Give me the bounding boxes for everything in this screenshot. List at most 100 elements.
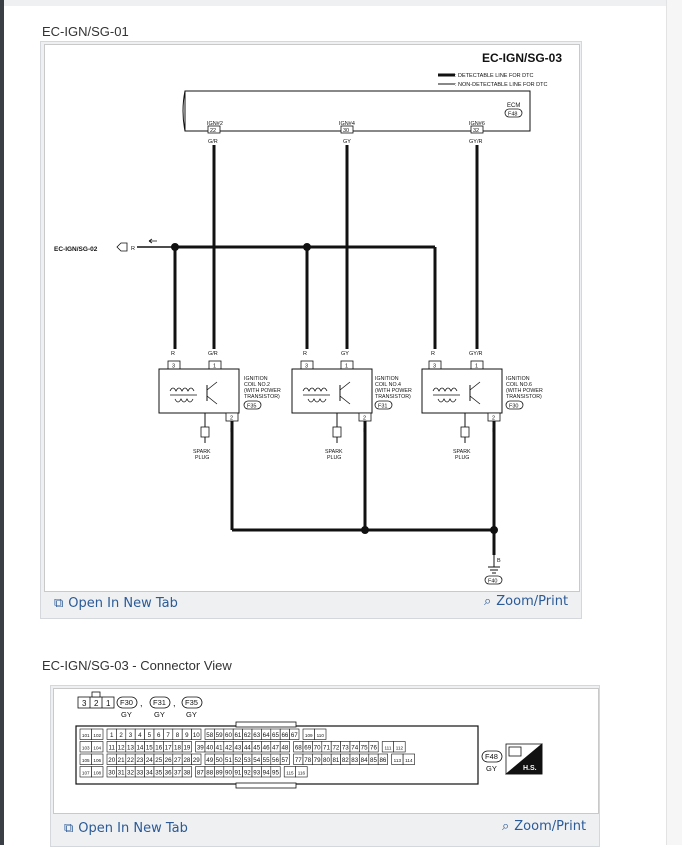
ecm-pin-number: 95 xyxy=(272,770,279,777)
section-title-connector: EC-IGN/SG-03 - Connector View xyxy=(42,658,232,673)
wiring-diagram-image[interactable]: EC-IGN/SG-03 : DETECTABLE LINE FOR DTC :… xyxy=(44,44,580,592)
harness-side-icon xyxy=(508,746,522,757)
input-reference: EC-IGN/SG-02 xyxy=(54,246,98,253)
ecm-pin-number: 30 xyxy=(343,128,349,134)
ecm-pin-cell xyxy=(91,766,104,778)
open-new-tab-link[interactable]: ⧉Open In New Tab xyxy=(64,821,188,836)
ecm-pin-number: 80 xyxy=(323,757,330,764)
ecm-pin-number: 26 xyxy=(165,757,172,764)
ecm-pin-number: 52 xyxy=(234,757,241,764)
ecm-pin-number: 55 xyxy=(263,757,270,764)
ecm-pin-number: 82 xyxy=(342,757,349,764)
diagram-id: EC-IGN/SG-03 xyxy=(482,51,562,65)
ecm-pin-box xyxy=(470,125,484,134)
coil-title-3: (WITH POWER xyxy=(375,388,412,394)
scroll-gutter[interactable] xyxy=(666,0,682,845)
ecm-connector-latch-top xyxy=(235,721,297,728)
ecm-pin-number: 20 xyxy=(108,757,115,764)
coil-signal-wire: GY/R xyxy=(469,351,482,357)
open-new-tab-link[interactable]: ⧉Open In New Tab xyxy=(54,596,178,611)
ecm-box-edge xyxy=(182,90,186,132)
coil-pin-label: 3 xyxy=(433,364,436,370)
ecm-pin-number: 21 xyxy=(118,757,125,764)
legend-detectable: : DETECTABLE LINE FOR DTC xyxy=(455,73,533,79)
ecm-pin-number: 91 xyxy=(234,770,241,777)
ecm-pin-number: 22 xyxy=(210,128,216,134)
ecm-pin-box xyxy=(340,125,354,134)
ecm-pin-cell xyxy=(289,728,300,740)
coil-power-wire: R xyxy=(431,351,435,357)
transistor-collector xyxy=(469,381,481,391)
coil-pin-number: 3 xyxy=(82,699,87,708)
ecm-pin-number: 116 xyxy=(298,771,306,776)
ecm-pin-number: 65 xyxy=(272,732,279,739)
ecm-pin-number: 10 xyxy=(193,732,200,739)
ecm-pin-cell xyxy=(279,741,290,753)
ecm-pin-number: 22 xyxy=(127,757,134,764)
ecm-pin-number: 101 xyxy=(82,733,90,738)
zoom-print-link[interactable]: ⌕Zoom/Print xyxy=(502,819,586,834)
coil-power-wire: R xyxy=(171,351,175,357)
external-link-icon: ⧉ xyxy=(54,596,64,611)
ecm-connector-badge xyxy=(481,750,503,763)
ecm-pin-number: 48 xyxy=(281,745,288,752)
ecm-pin-number: 18 xyxy=(174,745,181,752)
coil-winding-icon xyxy=(169,387,195,392)
ecm-pin-number: 66 xyxy=(281,732,288,739)
connector-latch xyxy=(91,691,101,698)
ecm-pin-number: 85 xyxy=(370,757,377,764)
connector-id: F35 xyxy=(185,698,198,707)
ecm-pin-number: 68 xyxy=(295,745,302,752)
zoom-print-link[interactable]: ⌕Zoom/Print xyxy=(484,594,568,609)
ecm-pin-number: 45 xyxy=(253,745,260,752)
ecm-pin-cell xyxy=(314,728,327,740)
ecm-pin-number: 74 xyxy=(351,745,358,752)
legend-non-detectable: : NON-DETECTABLE LINE FOR DTC xyxy=(455,82,548,88)
ecm-pin-number: 36 xyxy=(165,770,172,777)
ecm-pin-number: 38 xyxy=(183,770,190,777)
ecm-pin-number: 57 xyxy=(281,757,288,764)
coil-pin-label: 1 xyxy=(345,364,348,370)
ecm-pin-number: 70 xyxy=(314,745,321,752)
coil-pin-label: 1 xyxy=(475,364,478,370)
coil-pin-label: 2 xyxy=(363,416,366,422)
ecm-pin-number: 114 xyxy=(405,758,413,763)
spark-plug-icon xyxy=(332,426,342,438)
connector-color: GY xyxy=(186,710,197,719)
ecm-pin-number: 94 xyxy=(263,770,270,777)
ecm-pin-number: 14 xyxy=(136,745,143,752)
ecm-pin-box xyxy=(207,125,221,134)
ecm-pin-number: 19 xyxy=(183,745,190,752)
spark-plug-label-2: PLUG xyxy=(327,455,341,461)
ecm-connector-id: F48 xyxy=(485,752,498,761)
ecm-pin-number: 105 xyxy=(82,758,90,763)
ecm-pin-number: 44 xyxy=(244,745,251,752)
coil-title-1: IGNITION xyxy=(506,376,530,382)
ecm-pin-number: 102 xyxy=(93,733,101,738)
ecm-pin-number: 60 xyxy=(225,732,232,739)
coil-secondary-winding xyxy=(437,398,457,403)
ecm-pin-wire: G/R xyxy=(208,139,218,145)
coil-secondary-winding xyxy=(174,398,194,403)
ecm-pin-cell xyxy=(181,766,192,778)
ecm-pin-number: 29 xyxy=(193,757,200,764)
ecm-pin-number: 27 xyxy=(174,757,181,764)
input-wire-color: R xyxy=(131,246,135,252)
ecm-pin-number: 87 xyxy=(197,770,204,777)
ecm-pin-number: 115 xyxy=(286,771,294,776)
ecm-pin-number: 23 xyxy=(136,757,143,764)
coil-connector-label: F35 xyxy=(247,404,256,410)
ecm-pin-name: IGN#4 xyxy=(339,121,355,127)
coil-title-2: COIL NO.4 xyxy=(375,382,401,388)
ecm-pin-cell xyxy=(181,741,192,753)
ecm-connector-label: F48 xyxy=(508,112,517,118)
ecm-pin-cell xyxy=(279,753,290,765)
ecm-pin-cell xyxy=(91,753,104,765)
coil-title-2: COIL NO.2 xyxy=(244,382,270,388)
ecm-pin-number: 79 xyxy=(314,757,321,764)
wiring-diagram-card: EC-IGN/SG-03 : DETECTABLE LINE FOR DTC :… xyxy=(40,41,582,619)
ecm-pin-name: IGN#2 xyxy=(207,121,223,127)
